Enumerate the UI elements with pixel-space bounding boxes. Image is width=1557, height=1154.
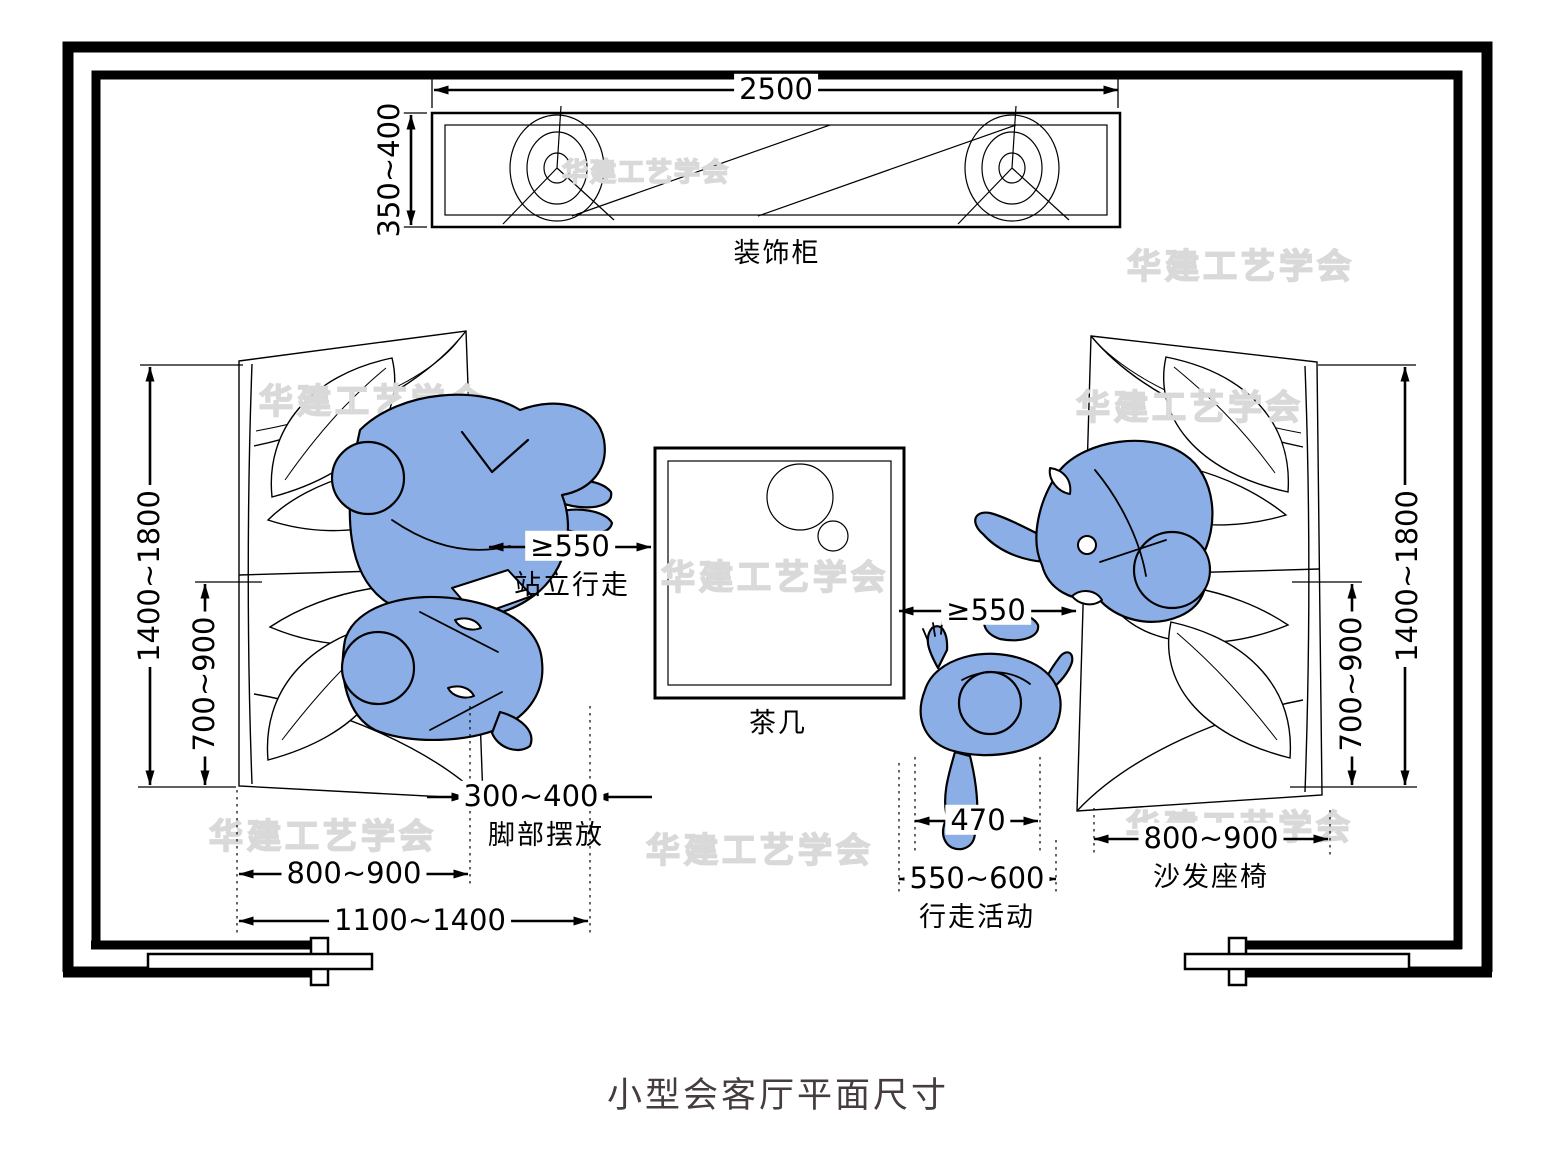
watermark-top-right: 华建工艺学会	[1126, 248, 1355, 286]
tea-table	[653, 446, 906, 700]
watermark-sofa-right: 华建工艺学会	[1075, 389, 1304, 427]
dim-body-width: 470	[945, 804, 1011, 835]
construction-lines	[236, 706, 1331, 933]
dim-cabinet-depth: 350~400	[372, 97, 406, 243]
dim-left-sofa-length: 1400~1800	[132, 485, 166, 667]
dimension-lines	[145, 85, 1410, 926]
dim-right-sofa-length: 1400~1800	[1390, 485, 1424, 667]
dim-left-sofa-width: 800~900	[281, 857, 427, 888]
cabinet-plant-left	[502, 105, 615, 225]
person-seated-right	[974, 439, 1214, 712]
dim-right-sofa-seat: 700~900	[1334, 611, 1368, 757]
dim-foot-placement: 300~400	[458, 780, 604, 811]
door-right	[1183, 936, 1411, 987]
page-title: 小型会客厅平面尺寸	[606, 1075, 950, 1115]
watermark-tea-table: 华建工艺学会	[660, 559, 889, 597]
watermark-cabinet: 华建工艺学会	[561, 157, 731, 187]
person-reclining	[330, 393, 614, 621]
dim-left-sofa-zone: 1100~1400	[329, 904, 511, 935]
watermark-bottom-left: 华建工艺学会	[208, 818, 437, 856]
dim-left-sofa-seat: 700~900	[187, 611, 221, 757]
label-cabinet: 装饰柜	[733, 237, 821, 268]
dim-right-sofa-width: 800~900	[1138, 822, 1284, 853]
person-seated-left	[340, 595, 544, 751]
label-foot-placement: 脚部摆放	[488, 819, 604, 850]
watermark-bottom-center: 华建工艺学会	[645, 832, 874, 870]
cabinet-plant-right	[957, 105, 1070, 225]
dim-tea-table-clearance: ≥550	[941, 594, 1031, 625]
dim-walking-activity: 550~600	[904, 862, 1050, 893]
label-walking-activity: 行走活动	[919, 901, 1035, 932]
dim-cabinet-width: 2500	[734, 73, 818, 104]
label-tea-table: 茶几	[749, 707, 807, 738]
label-standing-walk: 站立行走	[514, 569, 630, 600]
label-right-sofa: 沙发座椅	[1153, 861, 1269, 892]
extension-lines	[138, 74, 1417, 788]
dim-standing-walk: ≥550	[525, 530, 615, 561]
door-left	[146, 936, 374, 987]
cabinet	[430, 105, 1122, 229]
